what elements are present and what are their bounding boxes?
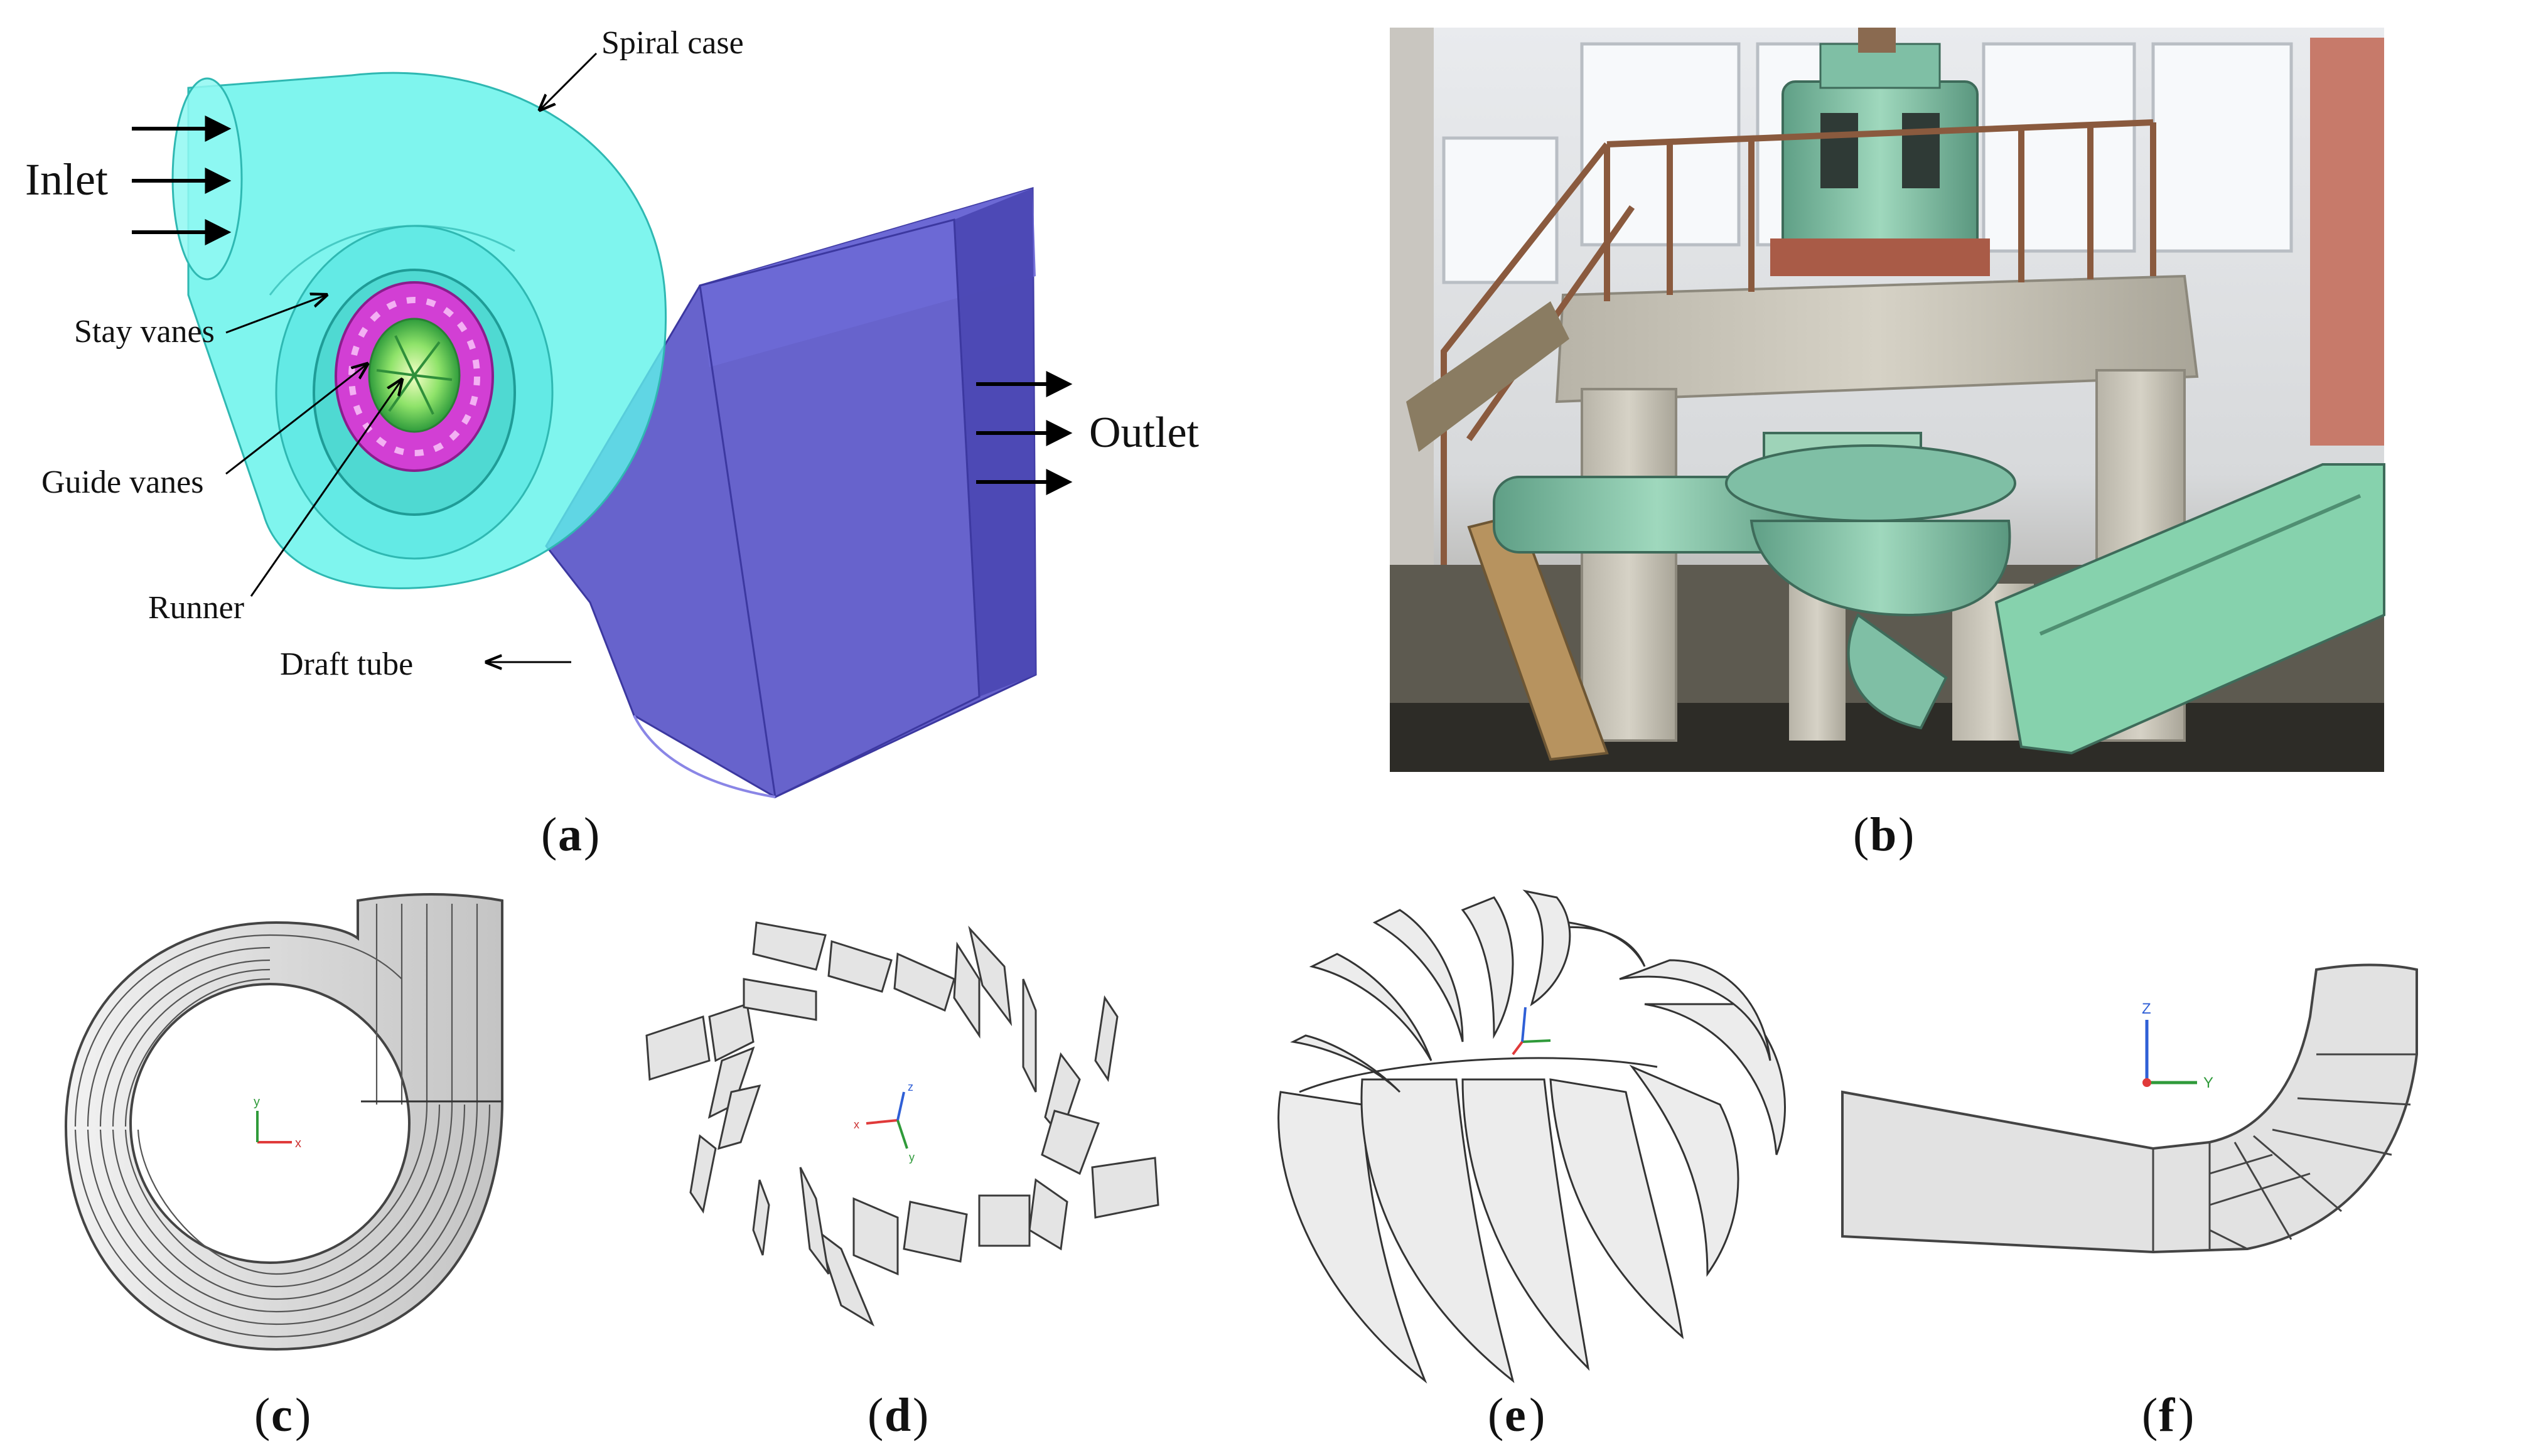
svg-text:(: (	[868, 1389, 883, 1442]
panel-b-test-rig-photo	[1390, 28, 2385, 772]
caption-e-letter: e	[1505, 1389, 1526, 1442]
vane	[814, 1227, 875, 1327]
caption-b-letter: b	[1870, 808, 1896, 861]
caption-c: ( c )	[254, 1389, 311, 1442]
vane	[743, 978, 817, 1021]
svg-text:): )	[2178, 1389, 2194, 1442]
vane	[1091, 1157, 1159, 1219]
svg-text:): )	[913, 1389, 928, 1442]
vane	[968, 925, 1013, 1027]
vane	[799, 1167, 830, 1275]
blade	[1629, 1064, 1739, 1277]
axis-label-Z-f: Z	[2142, 1000, 2151, 1017]
panel-a-turbine-model: Inlet Spiral case Stay vanes Outlet Guid…	[25, 25, 1200, 799]
axis-label-y: y	[254, 1095, 260, 1109]
svg-text:(: (	[2142, 1389, 2158, 1442]
label-runner: Runner	[148, 590, 244, 626]
svg-text:): )	[295, 1389, 311, 1442]
label-outlet: Outlet	[1089, 409, 1200, 457]
svg-text:): )	[1898, 808, 1914, 861]
svg-text:(: (	[1853, 808, 1869, 861]
blade	[1290, 1034, 1401, 1093]
axis-label-y-d: y	[909, 1151, 915, 1164]
label-guide-vanes: Guide vanes	[41, 464, 203, 500]
blade	[1461, 896, 1514, 1039]
axis-triad-d: z x y	[854, 1081, 915, 1164]
runner-shape	[368, 318, 461, 433]
panel-e-runner-geometry	[1277, 889, 1786, 1384]
axis-triad-f: Y Z	[2142, 1000, 2213, 1091]
axis-triad-c: x y	[254, 1095, 301, 1150]
label-draft-tube: Draft tube	[280, 646, 413, 682]
blade	[1372, 909, 1464, 1042]
vane	[1041, 1110, 1100, 1175]
blade	[1644, 1003, 1786, 1155]
blade	[1360, 1078, 1515, 1383]
caption-b: ( b )	[1853, 808, 1914, 861]
vane	[893, 952, 955, 1012]
vane	[953, 941, 981, 1039]
axis-label-x-d: x	[854, 1118, 859, 1131]
caption-a: ( a )	[541, 808, 599, 861]
axis-triad-e	[1512, 1007, 1551, 1056]
caption-f-letter: f	[2159, 1389, 2176, 1442]
axis-label-x: x	[295, 1137, 301, 1150]
label-inlet: Inlet	[25, 154, 108, 205]
svg-text:): )	[1529, 1389, 1545, 1442]
vane	[689, 1134, 717, 1214]
axis-label-z-d: z	[908, 1081, 913, 1093]
svg-text:(: (	[254, 1389, 270, 1442]
caption-d-letter: d	[884, 1389, 911, 1442]
caption-f: ( f )	[2142, 1389, 2194, 1442]
draft-tube-shape	[545, 187, 1037, 799]
vane	[1094, 995, 1119, 1083]
panel-d-guide-vanes-geometry: z x y	[645, 921, 1159, 1327]
vane	[827, 940, 893, 993]
vane	[752, 921, 827, 971]
axis-label-Y-f: Y	[2203, 1074, 2213, 1091]
vane	[708, 1003, 755, 1063]
vane	[852, 1197, 899, 1276]
blade	[1549, 1078, 1684, 1339]
blade	[1277, 1091, 1427, 1384]
blade	[1619, 959, 1771, 1061]
vane	[1022, 978, 1037, 1093]
vane	[978, 1194, 1031, 1247]
label-stay-vanes: Stay vanes	[74, 314, 215, 350]
caption-e: ( e )	[1488, 1389, 1545, 1442]
blade	[1522, 889, 1571, 1007]
caption-d: ( d )	[868, 1389, 928, 1442]
svg-text:): )	[584, 808, 599, 861]
vane	[1028, 1178, 1068, 1251]
panel-c-spiral-case-geometry: x y	[64, 893, 503, 1351]
caption-c-letter: c	[271, 1389, 293, 1442]
panel-f-draft-tube-geometry: Y Z	[1841, 963, 2418, 1254]
svg-text:(: (	[541, 808, 557, 861]
turbine-casing	[1493, 432, 2016, 730]
blade	[1309, 953, 1432, 1061]
vane	[903, 1201, 968, 1263]
vane	[717, 1084, 761, 1150]
caption-a-letter: a	[558, 808, 582, 861]
railing	[1441, 119, 2156, 565]
label-spiral-case: Spiral case	[601, 25, 744, 61]
svg-text:(: (	[1488, 1389, 1503, 1442]
vane	[645, 1015, 711, 1081]
blade	[1461, 1078, 1590, 1371]
vane	[752, 1179, 770, 1256]
